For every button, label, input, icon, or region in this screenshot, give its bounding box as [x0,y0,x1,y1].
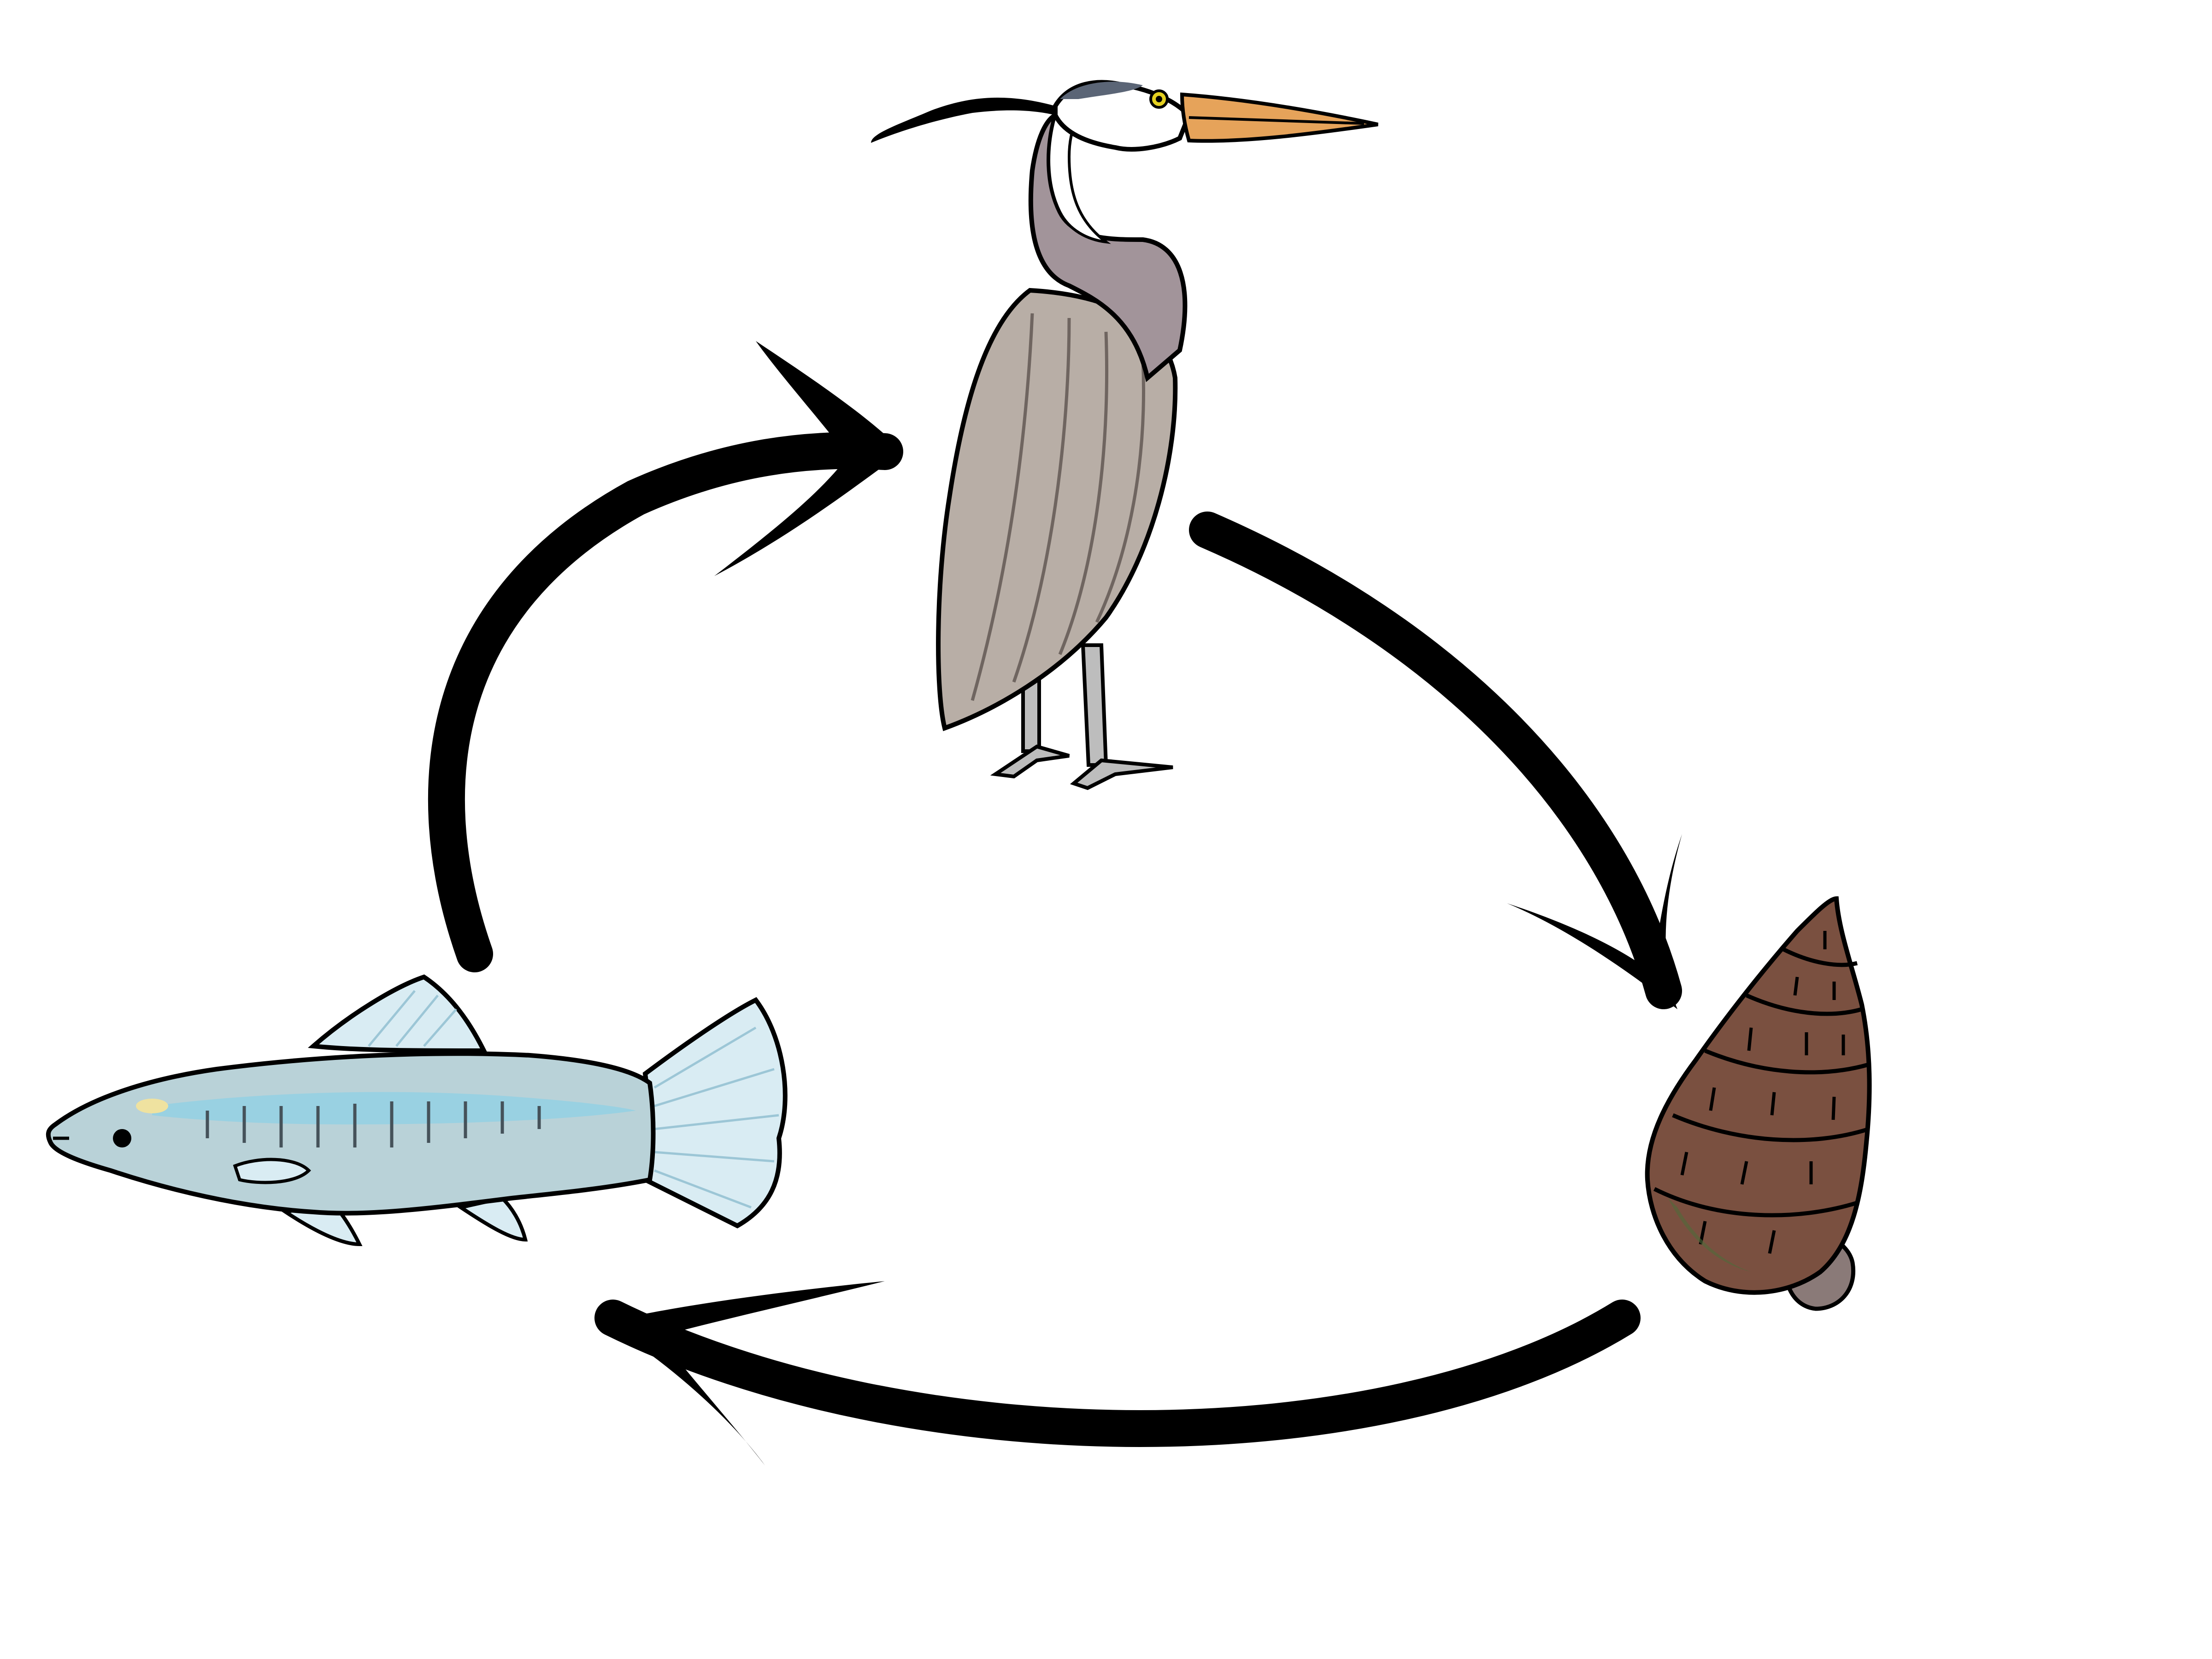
arrow-snail-to-fish [594,1281,1641,1465]
arrow-fish-to-heron [428,341,903,972]
snail-icon [1645,896,1872,1311]
fish-icon [46,974,788,1247]
heron-icon [871,80,1378,790]
arrow-heron-to-snail [1189,512,1682,1009]
